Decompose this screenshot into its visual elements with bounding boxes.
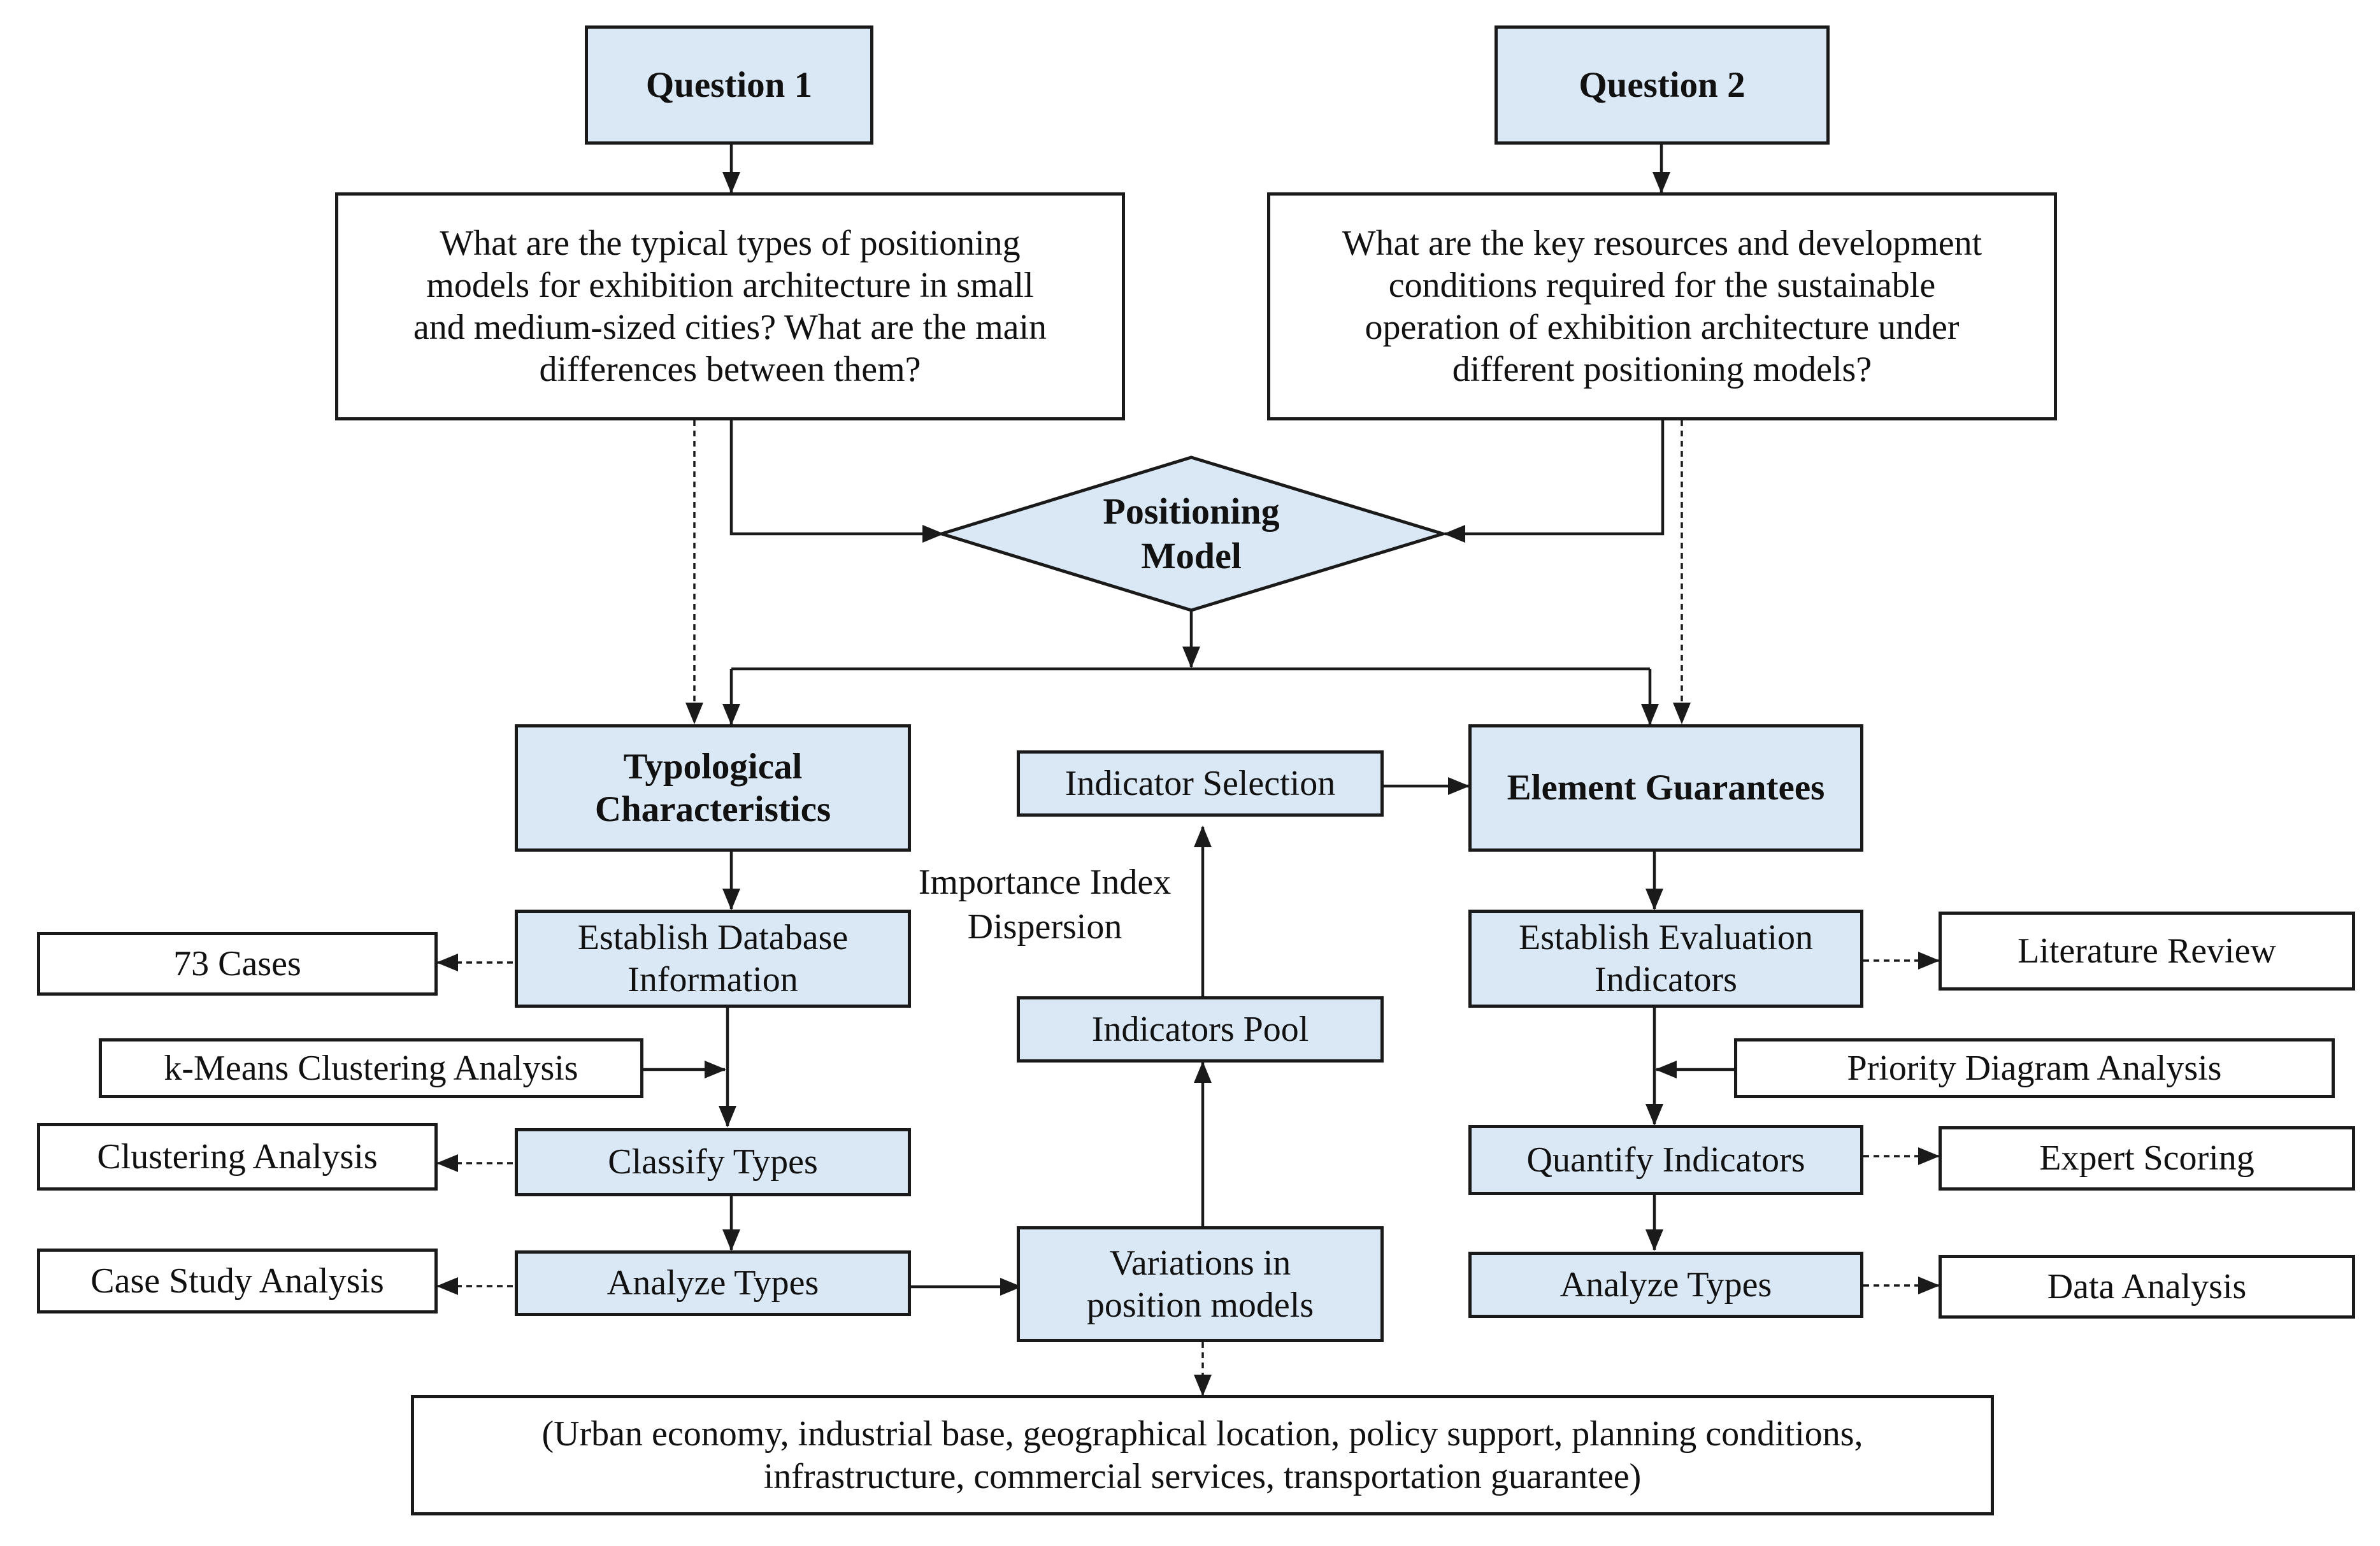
classify-types-text: Classify Types: [608, 1142, 818, 1182]
indicator-selection-box: Indicator Selection: [1017, 750, 1384, 817]
kmeans-box: k-Means Clustering Analysis: [99, 1038, 643, 1098]
question-2-title-text: Question 2: [1579, 64, 1746, 105]
indicators-pool-text: Indicators Pool: [1091, 1009, 1309, 1049]
analyze-types-left-box: Analyze Types: [515, 1250, 911, 1316]
establish-database-box: Establish Database Information: [515, 910, 911, 1008]
analyze-types-left-text: Analyze Types: [606, 1263, 819, 1303]
analyze-types-right-text: Analyze Types: [1559, 1264, 1772, 1305]
variations-box: Variations in position models: [1017, 1226, 1384, 1342]
quantify-indicators-box: Quantify Indicators: [1468, 1125, 1863, 1195]
question-2-text-box: What are the key resources and developme…: [1267, 192, 2057, 420]
indicator-selection-text: Indicator Selection: [1065, 763, 1336, 803]
clustering-analysis-text: Clustering Analysis: [97, 1136, 378, 1177]
priority-diagram-box: Priority Diagram Analysis: [1734, 1038, 2335, 1098]
positioning-model-text: Positioning Model: [1103, 490, 1280, 576]
positioning-model-diamond: [936, 455, 1449, 612]
cases-text: 73 Cases: [173, 943, 301, 984]
element-guarantees-box: Element Guarantees: [1468, 724, 1863, 852]
importance-dispersion-label: Importance Index Dispersion: [918, 862, 1172, 947]
question-2-title: Question 2: [1495, 25, 1830, 145]
establish-evaluation-box: Establish Evaluation Indicators: [1468, 910, 1863, 1008]
question-1-title: Question 1: [585, 25, 873, 145]
data-analysis-box: Data Analysis: [1939, 1255, 2355, 1319]
expert-scoring-box: Expert Scoring: [1939, 1126, 2355, 1191]
arrow-q1-to-positioning-model: [729, 420, 944, 543]
literature-review-box: Literature Review: [1939, 912, 2355, 991]
analyze-types-right-box: Analyze Types: [1468, 1252, 1863, 1318]
factors-text: (Urban economy, industrial base, geograp…: [541, 1414, 1863, 1496]
establish-database-text: Establish Database Information: [577, 917, 849, 999]
literature-review-text: Literature Review: [2018, 931, 2276, 971]
indicators-pool-box: Indicators Pool: [1017, 996, 1384, 1063]
expert-scoring-text: Expert Scoring: [2039, 1138, 2255, 1178]
factors-box: (Urban economy, industrial base, geograp…: [411, 1395, 1994, 1515]
priority-diagram-text: Priority Diagram Analysis: [1847, 1048, 2222, 1088]
variations-text: Variations in position models: [1086, 1243, 1314, 1325]
typological-characteristics-text: Typological Characteristics: [594, 746, 831, 829]
positioning-model-label: Positioning Model: [1045, 483, 1338, 585]
establish-evaluation-text: Establish Evaluation Indicators: [1519, 917, 1813, 999]
element-guarantees-text: Element Guarantees: [1507, 768, 1825, 808]
question-2-text: What are the key resources and developme…: [1342, 223, 1982, 390]
case-study-text: Case Study Analysis: [90, 1261, 384, 1301]
question-1-text: What are the typical types of positionin…: [413, 223, 1047, 390]
arrow-q2-to-positioning-model: [1444, 420, 1665, 543]
quantify-indicators-text: Quantify Indicators: [1526, 1140, 1805, 1180]
case-study-box: Case Study Analysis: [37, 1249, 438, 1313]
clustering-analysis-box: Clustering Analysis: [37, 1123, 438, 1191]
classify-types-box: Classify Types: [515, 1128, 911, 1196]
question-1-text-box: What are the typical types of positionin…: [335, 192, 1125, 420]
typological-characteristics-box: Typological Characteristics: [515, 724, 911, 852]
question-1-title-text: Question 1: [645, 64, 813, 105]
cases-box: 73 Cases: [37, 932, 438, 996]
kmeans-text: k-Means Clustering Analysis: [164, 1048, 578, 1088]
data-analysis-text: Data Analysis: [2047, 1266, 2247, 1306]
